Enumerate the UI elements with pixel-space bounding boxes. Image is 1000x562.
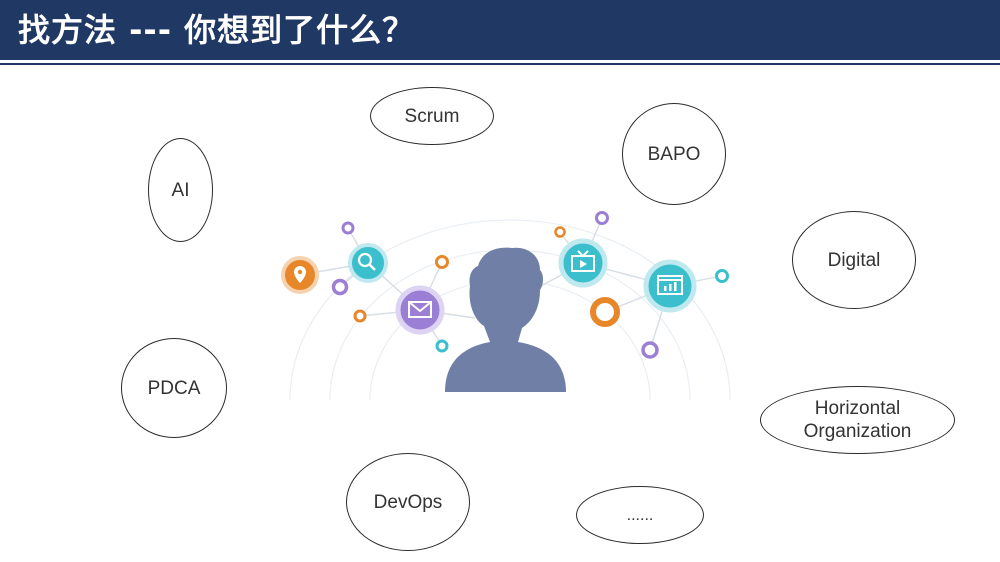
search-icon [348, 243, 388, 283]
title-bar: 找方法 --- 你想到了什么？ [0, 0, 1000, 60]
bubble-bapo-label: BAPO [647, 143, 701, 165]
location-icon [281, 256, 319, 294]
network-illustration [281, 211, 731, 401]
bubble-scrum-label: Scrum [404, 105, 460, 127]
bubble-bapo: BAPO [622, 103, 726, 205]
tv-icon [558, 238, 608, 288]
bubble-devops: DevOps [346, 453, 470, 551]
person-icon [445, 247, 566, 392]
bubble-horizontal-organization-label: Horizontal Organization [803, 398, 912, 442]
bubble-scrum: Scrum [370, 87, 494, 145]
bubble-horizontal-organization: Horizontal Organization [760, 386, 955, 454]
page-title: 找方法 --- 你想到了什么？ [18, 11, 416, 49]
title-divider [0, 63, 1000, 65]
mail-icon [395, 285, 445, 335]
bubble-pdca-label: PDCA [147, 377, 201, 399]
bubble-more: ...... [576, 486, 704, 544]
bubble-digital-label: Digital [827, 249, 881, 271]
bubble-devops-label: DevOps [373, 491, 443, 513]
bubble-more-label: ...... [626, 506, 654, 524]
bubble-digital: Digital [792, 211, 916, 309]
bubble-pdca: PDCA [121, 338, 227, 438]
decorative-dots [331, 211, 729, 359]
bubble-ai: AI [148, 138, 213, 242]
bubble-ai-label: AI [171, 179, 190, 201]
chart-icon [643, 259, 697, 313]
